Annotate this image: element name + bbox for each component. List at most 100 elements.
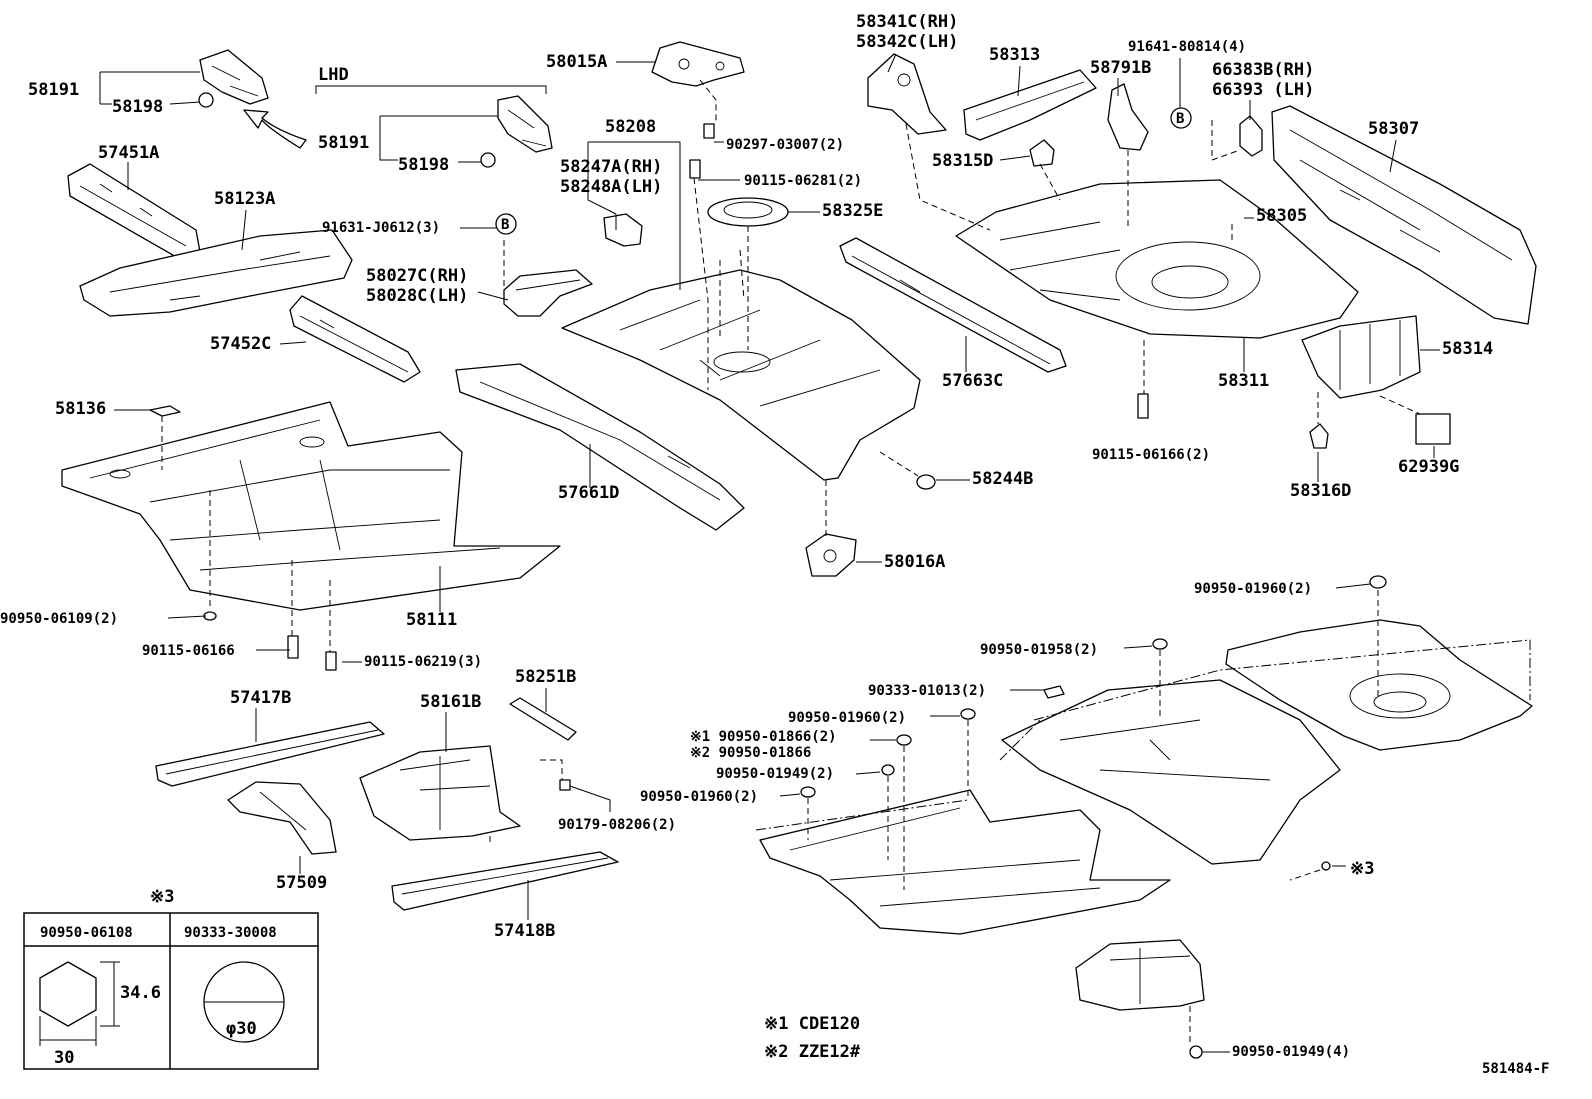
part-label-p90950_01949b: 90950-01949(4) [1232,1044,1350,1060]
part-label-p62939g: 62939G [1398,457,1459,477]
hex-nut-icon [39,961,97,1027]
part-57452C [289,295,421,383]
part-label-p91641: 91641-80814(4) [1128,39,1246,55]
part-label-p58028c: 58028C(LH) [366,286,468,306]
part-58325E [707,197,789,227]
part-label-p58161b: 58161B [420,692,481,712]
part-58027C [503,269,593,317]
part-label-p90950_01960b: 90950-01960(2) [788,710,906,726]
part-label-p58251b: 58251B [515,667,576,687]
part-label-p58248a: 58248A(LH) [560,177,662,197]
part-66383B [1239,115,1263,157]
circle-b-label: B [1176,111,1184,127]
table-part-a: 90950-06108 [40,925,133,941]
part-label-p58247a: 58247A(RH) [560,157,662,177]
part-label-p58307: 58307 [1368,119,1419,139]
part-58191-bracket-a [198,49,269,108]
part-label-p57451a: 57451A [98,143,159,163]
part-58251B [509,697,577,741]
part-58316D [1309,423,1329,449]
part-label-p58123a: 58123A [214,189,275,209]
part-label-p58016a: 58016A [884,552,945,572]
part-label-p58315d: 58315D [932,151,993,171]
part-58208-floor-pan [561,269,921,481]
part-label-p90115_06219: 90115-06219(3) [364,654,482,670]
part-58123A [79,229,353,317]
circle-b-marker: B [1170,107,1192,129]
part-label-p90297: 90297-03007(2) [726,137,844,153]
bolt-90115-06166-b [1137,393,1149,419]
part-label-p58311: 58311 [1218,371,1269,391]
part-58161B [359,745,521,841]
fastener-table: ※3 90950-06108 90333-30008 34.6 30 φ30 [23,887,319,1070]
part-label-p58305: 58305 [1256,206,1307,226]
bolt-90115-06219 [325,651,337,671]
part-58111-front-floor [61,401,561,611]
part-label-note1: ※1 CDE120 [764,1014,860,1034]
part-label-p90115_06281: 90115-06281(2) [744,173,862,189]
part-57418B [391,851,619,911]
part-label-p58198b: 58198 [398,155,449,175]
part-label-p90115_06166b: 90115-06166(2) [1092,447,1210,463]
part-label-p58791b: 58791B [1090,58,1151,78]
table-dim-w: 30 [54,1048,74,1068]
part-label-p90950_01958: 90950-01958(2) [980,642,1098,658]
part-label-p58027c: 58027C(RH) [366,266,468,286]
part-58015A [651,41,745,87]
dashed-guides [161,79,1421,1046]
part-58311-rear-floor [955,179,1359,339]
part-label-p90333_01013: 90333-01013(2) [868,683,986,699]
part-58016A [805,533,857,577]
part-58791B [1107,83,1149,151]
part-57661D [455,363,745,531]
part-label-p90950_01960c: 90950-01960(2) [640,789,758,805]
part-label-p90115_06166a: 90115-06166 [142,643,235,659]
part-57417B [155,721,385,787]
circle-b-marker: B [495,213,517,235]
circle-b-label: B [501,217,509,233]
part-label-p90950_06109: 90950-06109(2) [0,611,118,627]
bolt-90115-06281 [689,159,701,179]
part-57663C [839,237,1067,373]
table-part-b: 90333-30008 [184,925,277,941]
part-58244B [916,474,936,490]
grommets [800,575,1387,1059]
part-label-p58325e: 58325E [822,201,883,221]
part-58247A [603,213,643,247]
part-58314 [1301,315,1421,399]
part-label-code: 581484-F [1482,1061,1549,1077]
part-label-p91631: 91631-J0612(3) [322,220,440,236]
part-label-p58136: 58136 [55,399,106,419]
nut-90179 [559,779,571,791]
part-58307-rear-panel [1271,105,1537,325]
part-label-p58341c: 58341C(RH) [856,12,958,32]
part-label-p66383b: 66383B(RH) [1212,60,1314,80]
part-label-p57418b: 57418B [494,921,555,941]
part-label-p90179: 90179-08206(2) [558,817,676,833]
part-57509 [227,781,337,855]
part-label-p58015a: 58015A [546,52,607,72]
assembly-overview [755,619,1533,1011]
part-label-p57509: 57509 [276,873,327,893]
part-label-pmark3: ※3 [1350,859,1374,879]
part-label-p58111: 58111 [406,610,457,630]
part-label-p90950_01949a: 90950-01949(2) [716,766,834,782]
part-label-p57663c: 57663C [942,371,1003,391]
part-label-p57417b: 57417B [230,688,291,708]
part-58191-bracket-b [315,85,553,168]
part-label-p58342c: 58342C(LH) [856,32,958,52]
part-label-p58191a: 58191 [28,80,79,100]
part-label-p58314: 58314 [1442,339,1493,359]
part-label-p58191b: 58191 [318,133,369,153]
part-57451A [67,163,201,259]
bolt-90297 [703,123,715,139]
table-dim-d: φ30 [226,1019,257,1039]
part-label-p58208: 58208 [605,117,656,137]
part-label-p57452c: 57452C [210,334,271,354]
part-58315D [1029,139,1055,167]
arrow-icon [243,109,307,149]
part-label-lhd: LHD [318,65,349,85]
part-label-p58244b: 58244B [972,469,1033,489]
bolt-90115-06166 [287,635,299,659]
